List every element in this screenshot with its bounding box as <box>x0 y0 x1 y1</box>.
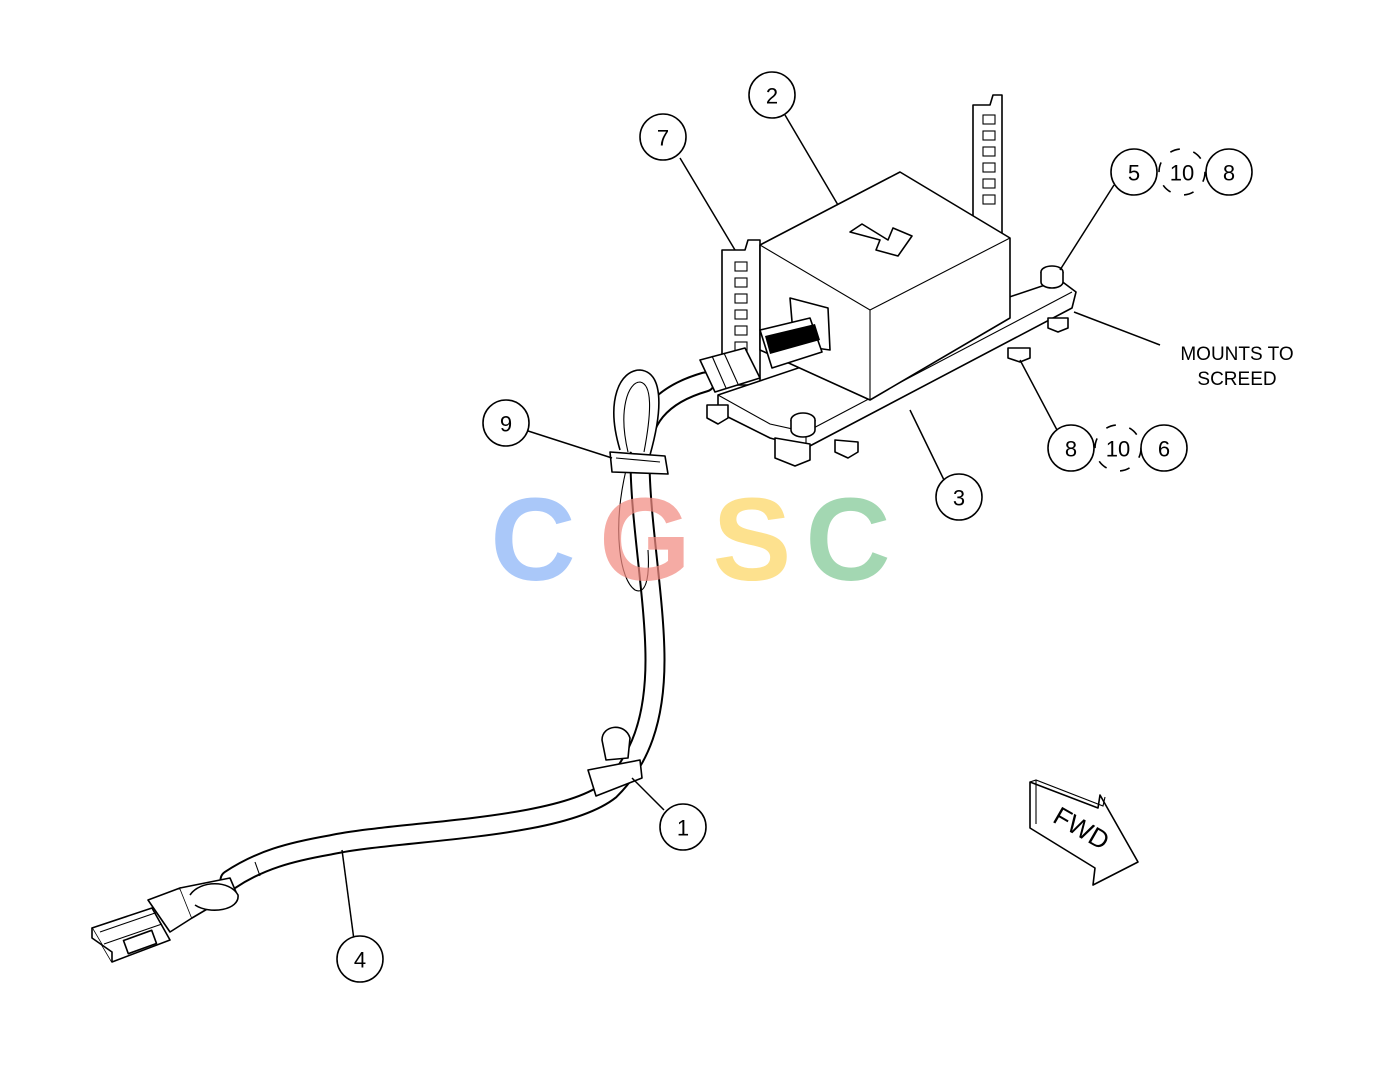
callout-9-label: 9 <box>500 412 512 437</box>
callout-6-label: 6 <box>1158 437 1170 462</box>
mounting-bolts <box>706 265 1069 467</box>
callout-2-label: 2 <box>766 84 778 109</box>
callout-4: 4 <box>336 935 384 983</box>
forward-direction-arrow: FWD <box>1029 779 1139 886</box>
callout-10-lower-label: 10 <box>1106 437 1130 462</box>
bolt-front <box>790 412 816 438</box>
watermark: C G S C <box>490 474 890 606</box>
mounting-note: MOUNTS TO SCREED <box>1180 344 1293 390</box>
terminal-connector <box>91 877 239 963</box>
sensor-connector <box>699 297 831 393</box>
callout-5-label: 5 <box>1128 161 1140 186</box>
watermark-letter-4: C <box>805 474 890 606</box>
callout-7-label: 7 <box>657 126 669 151</box>
mounting-note-line1: MOUNTS TO <box>1180 344 1293 365</box>
callout-2: 2 <box>748 71 796 119</box>
watermark-letter-1: C <box>490 474 575 606</box>
flow-arrow-icon <box>849 223 913 257</box>
callout-1: 1 <box>659 803 707 851</box>
watermark-letter-3: S <box>713 474 792 606</box>
callout-8-upper-label: 8 <box>1223 161 1235 186</box>
cable-loop <box>613 369 660 592</box>
callout-group-lower: 8 10 6 <box>1047 424 1188 472</box>
callout-8-lower-label: 8 <box>1065 437 1077 462</box>
callout-group-upper: 5 10 8 <box>1110 148 1253 196</box>
right-slotted-bracket <box>972 94 1003 236</box>
callout-9: 9 <box>482 399 530 447</box>
nut-under-mid <box>834 439 859 459</box>
watermark-letter-2: G <box>599 474 691 606</box>
callout-7: 7 <box>639 113 687 161</box>
mounting-note-line2: SCREED <box>1197 369 1276 390</box>
bolt-rear <box>1040 265 1064 289</box>
callout-10-upper-label: 10 <box>1170 161 1194 186</box>
cable-tie-upper <box>609 451 669 475</box>
nut-under-front <box>774 437 811 467</box>
leader-lines <box>341 114 1161 941</box>
callout-3-label: 3 <box>953 486 965 511</box>
callout-3: 3 <box>935 473 983 521</box>
callout-1-label: 1 <box>677 816 689 841</box>
cable-clip-lower <box>587 726 643 797</box>
nut-under-left <box>706 404 729 425</box>
nut-under-rear <box>1007 317 1069 363</box>
callout-4-label: 4 <box>354 948 366 973</box>
